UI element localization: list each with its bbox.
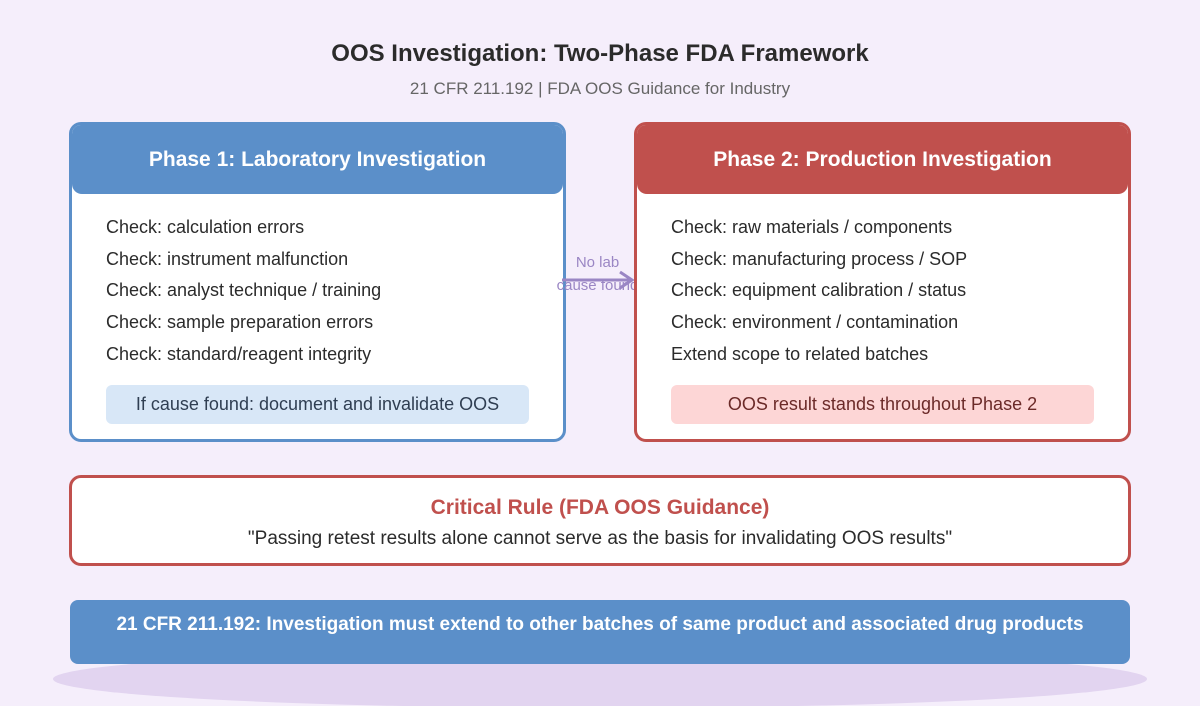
phase-1-box: Phase 1: Laboratory Investigation Check:… <box>69 122 566 442</box>
page-title: OOS Investigation: Two-Phase FDA Framewo… <box>331 40 869 67</box>
phase-2-box: Phase 2: Production Investigation Check:… <box>634 122 1131 442</box>
critical-rule-box: Critical Rule (FDA OOS Guidance) "Passin… <box>69 475 1131 566</box>
page-subtitle: 21 CFR 211.192 | FDA OOS Guidance for In… <box>409 79 791 98</box>
phase-2-check-item: Check: equipment calibration / status <box>671 280 967 301</box>
phase-1-checklist: Check: calculation errors Check: instrum… <box>106 212 381 370</box>
arrow-label: No lab <box>575 254 620 271</box>
phase-1-note: If cause found: document and invalidate … <box>106 385 529 424</box>
critical-rule-quote: "Passing retest results alone cannot ser… <box>247 528 953 549</box>
phase-1-check-item: Check: analyst technique / training <box>106 280 382 301</box>
phase-2-check-item: Check: environment / contamination <box>671 312 959 333</box>
arrow-label: cause found <box>556 277 639 294</box>
phase-2-check-item: Check: manufacturing process / SOP <box>671 248 968 269</box>
phase-1-title: Phase 1: Laboratory Investigation <box>72 125 563 194</box>
phase-1-check-item: Check: standard/reagent integrity <box>106 343 372 364</box>
regulation-banner: 21 CFR 211.192: Investigation must exten… <box>70 600 1130 664</box>
phase-1-check-item: Check: sample preparation errors <box>106 312 374 333</box>
phase-1-check-item: Check: calculation errors <box>106 217 305 237</box>
phase-2-checklist: Check: raw materials / components Check:… <box>671 212 967 370</box>
phase-2-note: OOS result stands throughout Phase 2 <box>671 385 1094 424</box>
phase-2-check-item: Check: raw materials / components <box>671 217 953 237</box>
arrow-icon <box>562 270 635 290</box>
phase-2-check-item: Extend scope to related batches <box>671 343 929 364</box>
phase-2-title: Phase 2: Production Investigation <box>637 125 1128 194</box>
phase-1-check-item: Check: instrument malfunction <box>106 248 349 269</box>
critical-rule-title: Critical Rule (FDA OOS Guidance) <box>430 496 770 519</box>
